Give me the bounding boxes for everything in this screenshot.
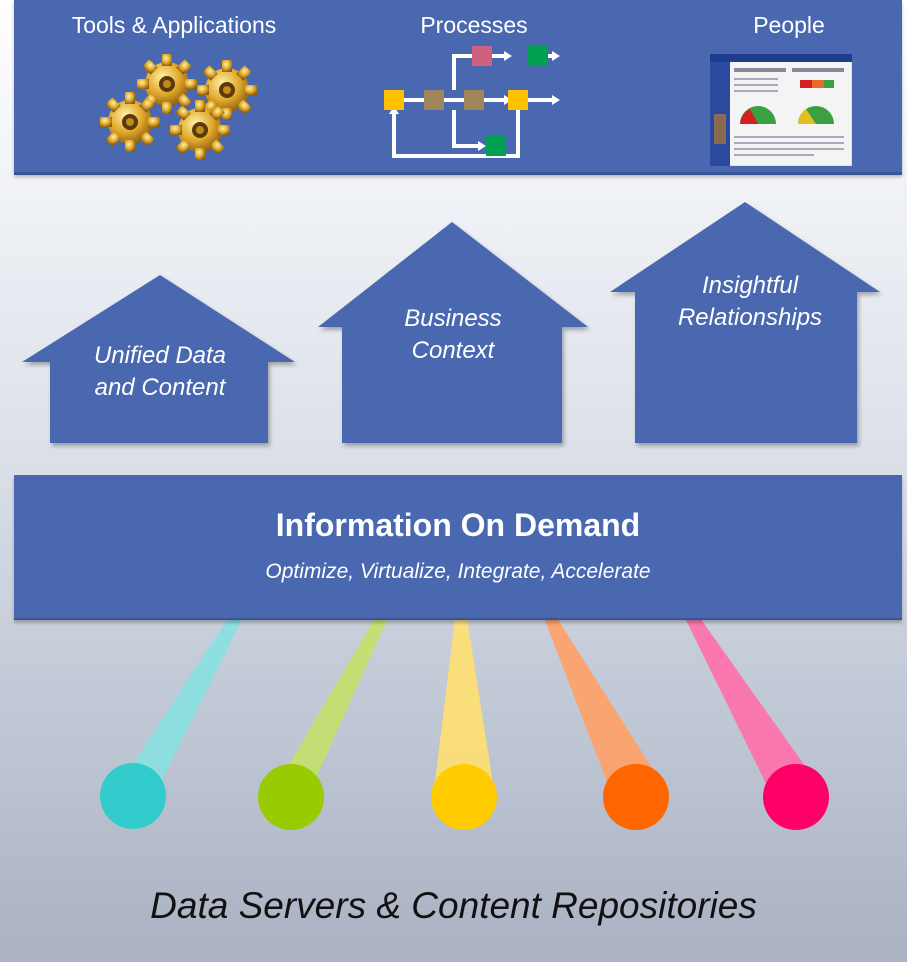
people-title: People [753,12,825,38]
source-dot-2 [258,764,324,830]
pillar-unified-data-shape [22,275,295,443]
source-dot-1 [100,763,166,829]
source-beam-5 [685,618,822,800]
pillar-unified-data-line2: and Content [94,374,226,401]
process-flow-icon [384,46,560,158]
source-beam-1 [116,618,243,800]
source-beam-2 [274,618,388,800]
pillar-insightful-relationships-shape [610,202,880,443]
source-dot-3 [431,764,497,830]
dashboard-screenshot-icon [710,54,852,166]
pillar-business-context-line2: Context [411,337,495,364]
pillar-business-context-line1: Business [404,305,502,332]
pillar-insightful-relationships-line1: Insightful [701,272,799,299]
pillar-unified-data: Unified Data and Content [50,340,270,404]
pillar-insightful-relationships-line2: Relationships [677,304,823,331]
pillar-unified-data-line1: Unified Data [93,342,227,369]
footer-caption: Data Servers & Content Repositories [150,885,757,926]
information-on-demand-title: Information On Demand [275,507,641,543]
information-on-demand-bar: Information On Demand Optimize, Virtuali… [14,475,902,620]
source-dot-5 [763,764,829,830]
pillar-insightful-relationships: Insightful Relationships [640,270,860,334]
source-beam-3 [434,618,494,790]
pillar-business-context: Business Context [343,303,563,367]
source-beam-4 [544,618,666,800]
processes-title: Processes [420,12,528,38]
information-on-demand-subtitle: Optimize, Virtualize, Integrate, Acceler… [265,560,651,583]
top-banner: Tools & Applications Processes People [14,0,902,175]
pillar-business-context-shape [318,222,588,443]
pillars-layer [22,202,880,443]
source-dot-4 [603,764,669,830]
tools-applications-title: Tools & Applications [71,12,277,38]
